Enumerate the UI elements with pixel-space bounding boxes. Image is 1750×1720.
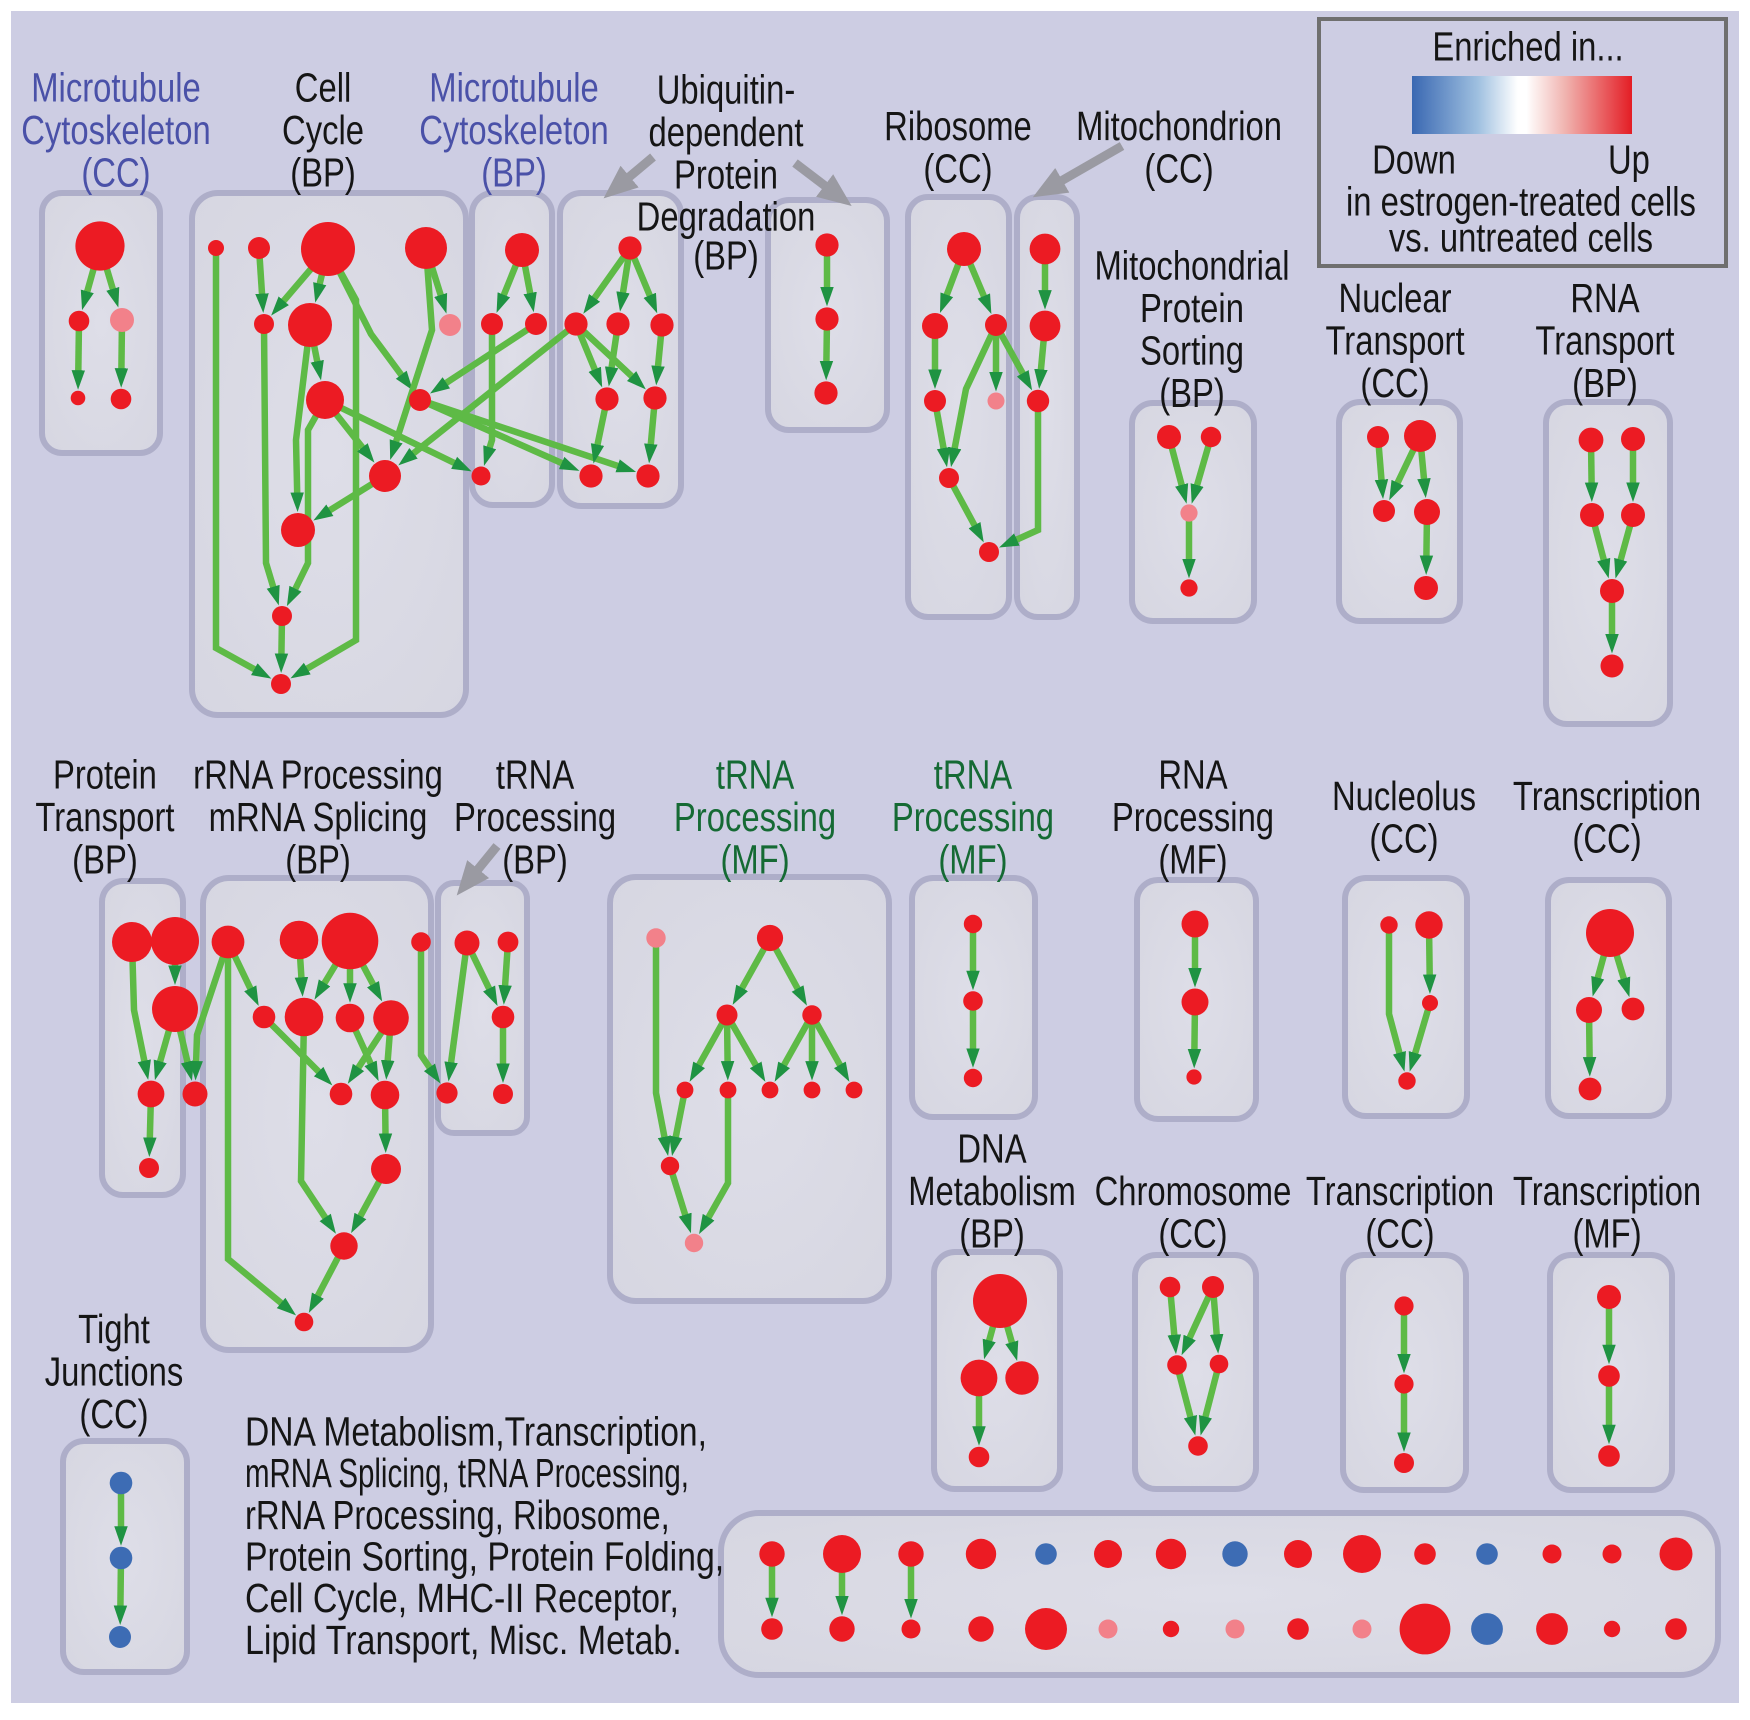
svg-text:Ubiquitin-: Ubiquitin- <box>657 66 795 112</box>
svg-text:DNA Metabolism,Transcription,: DNA Metabolism,Transcription, <box>245 1408 707 1454</box>
svg-text:(CC): (CC) <box>1144 145 1213 191</box>
svg-text:Protein: Protein <box>53 751 157 797</box>
svg-text:(BP): (BP) <box>1159 369 1225 415</box>
svg-text:(CC): (CC) <box>1369 815 1438 861</box>
svg-text:(BP): (BP) <box>285 836 351 882</box>
svg-text:Sorting: Sorting <box>1140 327 1244 373</box>
svg-text:Cell Cycle, MHC-II Receptor,: Cell Cycle, MHC-II Receptor, <box>245 1575 679 1621</box>
svg-text:Transcription: Transcription <box>1513 1167 1701 1213</box>
svg-text:Protein: Protein <box>1140 284 1244 330</box>
svg-text:Mitochondrial: Mitochondrial <box>1095 242 1290 288</box>
svg-text:Enriched in...: Enriched in... <box>1432 23 1623 69</box>
svg-text:Protein: Protein <box>674 151 778 197</box>
svg-text:Metabolism: Metabolism <box>908 1167 1076 1213</box>
svg-text:(MF): (MF) <box>938 836 1007 882</box>
svg-text:RNA: RNA <box>1158 751 1227 797</box>
svg-text:(MF): (MF) <box>720 836 789 882</box>
svg-text:(BP): (BP) <box>959 1210 1025 1256</box>
svg-text:rRNA Processing: rRNA Processing <box>193 751 443 797</box>
svg-text:(BP): (BP) <box>72 836 138 882</box>
svg-text:Processing: Processing <box>892 793 1054 839</box>
svg-text:Microtubule: Microtubule <box>429 64 598 110</box>
svg-text:Cell: Cell <box>295 64 351 110</box>
svg-text:(BP): (BP) <box>481 149 547 195</box>
svg-text:Transcription: Transcription <box>1306 1167 1494 1213</box>
svg-text:(MF): (MF) <box>1572 1210 1641 1256</box>
svg-text:Processing: Processing <box>454 793 616 839</box>
svg-text:(CC): (CC) <box>923 145 992 191</box>
svg-text:Protein Sorting, Protein Foldi: Protein Sorting, Protein Folding, <box>245 1533 724 1579</box>
svg-text:(CC): (CC) <box>81 149 150 195</box>
svg-text:Mitochondrion: Mitochondrion <box>1076 102 1282 148</box>
svg-text:(CC): (CC) <box>1572 815 1641 861</box>
svg-text:dependent: dependent <box>649 108 805 154</box>
svg-text:Chromosome: Chromosome <box>1095 1167 1292 1213</box>
svg-text:Processing: Processing <box>1112 793 1274 839</box>
svg-text:Lipid Transport, Misc. Metab.: Lipid Transport, Misc. Metab. <box>245 1616 682 1662</box>
svg-text:mRNA Splicing, tRNA Processing: mRNA Splicing, tRNA Processing, <box>245 1450 689 1496</box>
svg-text:Junctions: Junctions <box>45 1348 184 1394</box>
svg-text:(BP): (BP) <box>693 232 759 278</box>
svg-text:Down: Down <box>1372 136 1456 182</box>
svg-text:Ribosome: Ribosome <box>884 102 1032 148</box>
svg-text:mRNA Splicing: mRNA Splicing <box>209 793 428 839</box>
svg-text:rRNA Processing, Ribosome,: rRNA Processing, Ribosome, <box>245 1491 670 1537</box>
svg-text:Processing: Processing <box>674 793 836 839</box>
svg-text:Transport: Transport <box>1325 317 1465 363</box>
svg-text:(CC): (CC) <box>1360 359 1429 405</box>
svg-text:Cytoskeleton: Cytoskeleton <box>21 106 211 152</box>
svg-text:(BP): (BP) <box>290 149 356 195</box>
svg-text:Degradation: Degradation <box>637 193 816 239</box>
svg-text:Transport: Transport <box>1535 317 1675 363</box>
svg-text:(MF): (MF) <box>1158 836 1227 882</box>
svg-text:tRNA: tRNA <box>934 751 1013 797</box>
svg-text:(CC): (CC) <box>1158 1210 1227 1256</box>
svg-text:Tight: Tight <box>78 1305 150 1351</box>
svg-text:Cytoskeleton: Cytoskeleton <box>419 106 609 152</box>
svg-text:tRNA: tRNA <box>716 751 795 797</box>
svg-text:tRNA: tRNA <box>496 751 575 797</box>
svg-text:in estrogen-treated cells: in estrogen-treated cells <box>1346 178 1696 224</box>
svg-text:Cycle: Cycle <box>282 106 364 152</box>
svg-text:Up: Up <box>1608 136 1650 182</box>
svg-text:vs. untreated cells: vs. untreated cells <box>1389 214 1653 260</box>
svg-text:(CC): (CC) <box>1365 1210 1434 1256</box>
svg-text:Nuclear: Nuclear <box>1339 274 1452 320</box>
svg-text:DNA: DNA <box>957 1125 1026 1171</box>
svg-text:Microtubule: Microtubule <box>31 64 200 110</box>
svg-text:(CC): (CC) <box>79 1390 148 1436</box>
svg-text:RNA: RNA <box>1570 274 1639 320</box>
svg-text:Transport: Transport <box>35 793 175 839</box>
svg-text:(BP): (BP) <box>502 836 568 882</box>
svg-text:Transcription: Transcription <box>1513 772 1701 818</box>
svg-text:(BP): (BP) <box>1572 359 1638 405</box>
svg-text:Nucleolus: Nucleolus <box>1332 772 1476 818</box>
